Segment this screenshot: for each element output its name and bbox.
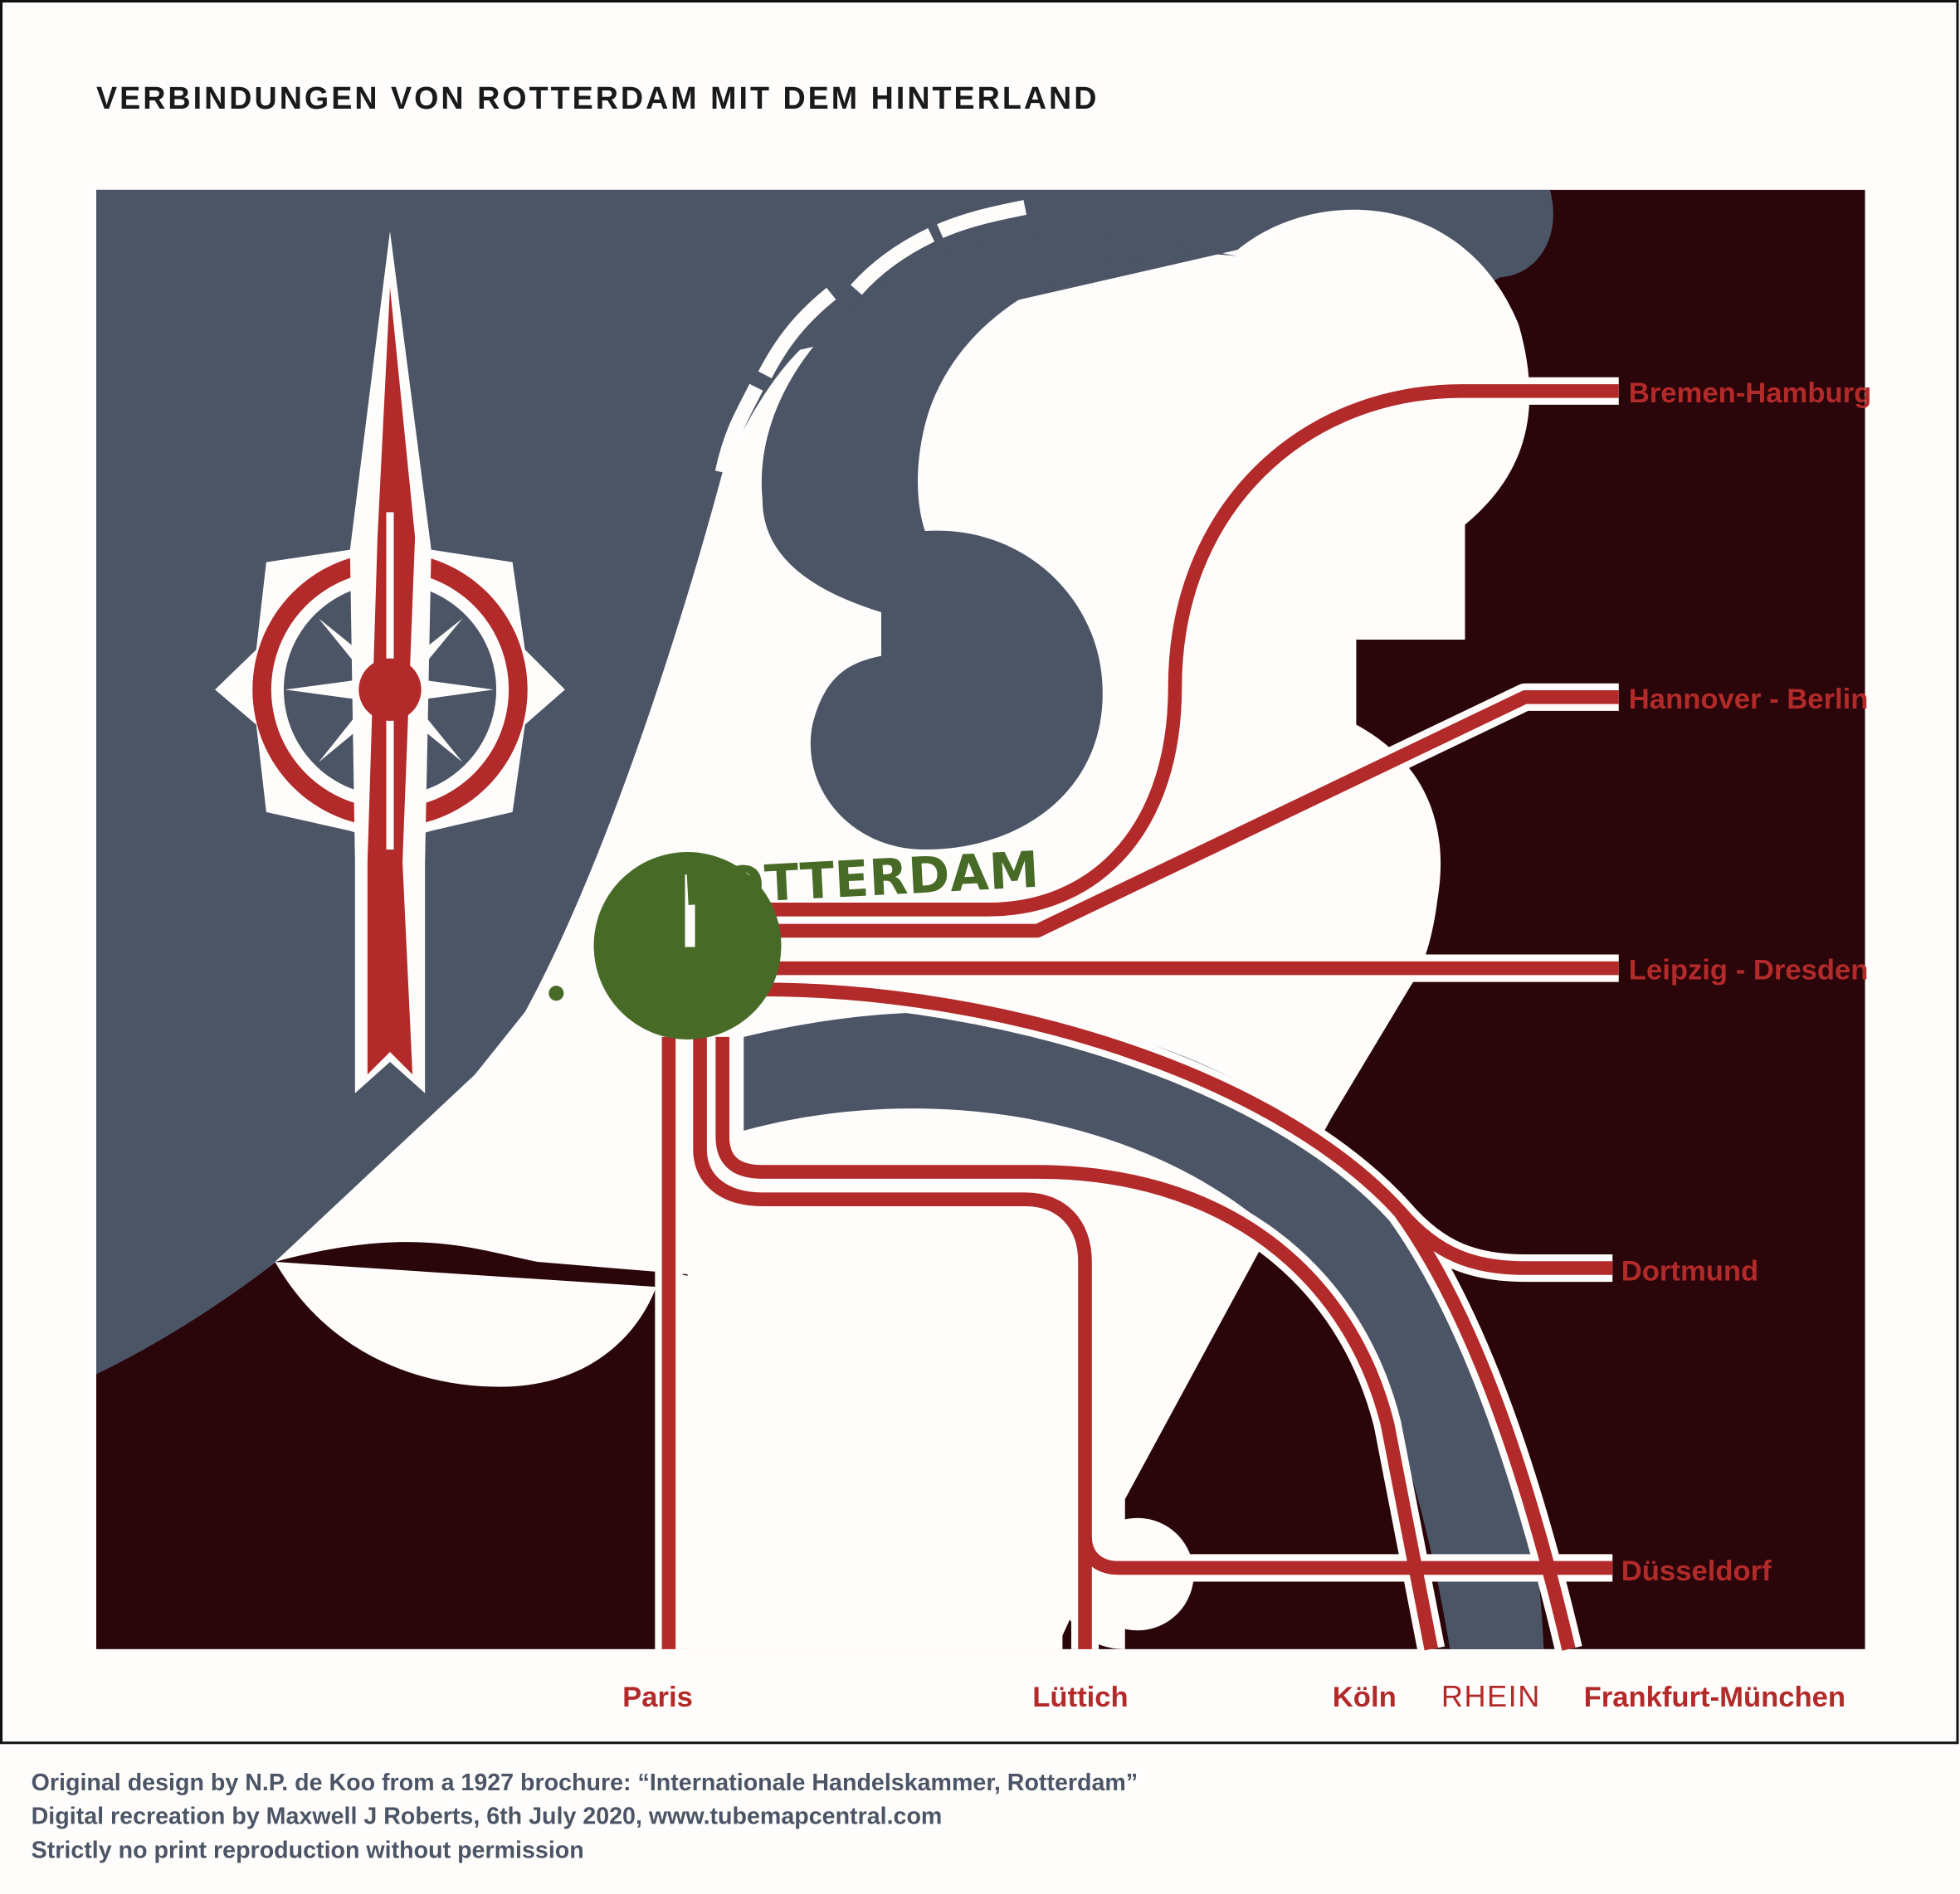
label-paris: Paris [622,1682,693,1713]
compass-rose-icon [215,231,565,1093]
label-rhein: RHEIN [1441,1679,1541,1713]
line-dortmund [762,982,1613,1275]
label-luettich: Lüttich [1032,1682,1128,1713]
label-koeln: Köln [1333,1682,1397,1713]
label-duesseldorf: Düsseldorf [1621,1556,1772,1587]
bay [761,233,1238,850]
rail-network [655,377,1619,1653]
footer-line-2: Digital recreation by Maxwell J Roberts,… [32,1804,943,1830]
coast-arcs [714,200,1027,475]
line-duesseldorf [1078,1536,1613,1575]
port-dot [549,986,564,1001]
footer-line-1: Original design by N.P. de Koo from a 19… [32,1770,1138,1796]
label-leipzig-dresden: Leipzig - Dresden [1629,955,1869,986]
label-bremen-hamburg: Bremen-Hamburg [1629,377,1871,409]
footer-line-3: Strictly no print reproduction without p… [32,1837,584,1863]
rotterdam-flagpole [685,874,695,947]
line-bremen-hamburg [762,384,1619,917]
label-hannover-berlin: Hannover - Berlin [1629,684,1869,715]
line-koeln [715,1036,1438,1651]
label-dortmund: Dortmund [1621,1256,1758,1288]
line-luettich [693,1036,1092,1649]
line-hannover-berlin [762,690,1619,938]
label-frankfurt-muenchen: Frankfurt-München [1584,1682,1846,1713]
map-title: VERBINDUNGEN VON ROTTERDAM MIT DEM HINTE… [96,80,1099,115]
